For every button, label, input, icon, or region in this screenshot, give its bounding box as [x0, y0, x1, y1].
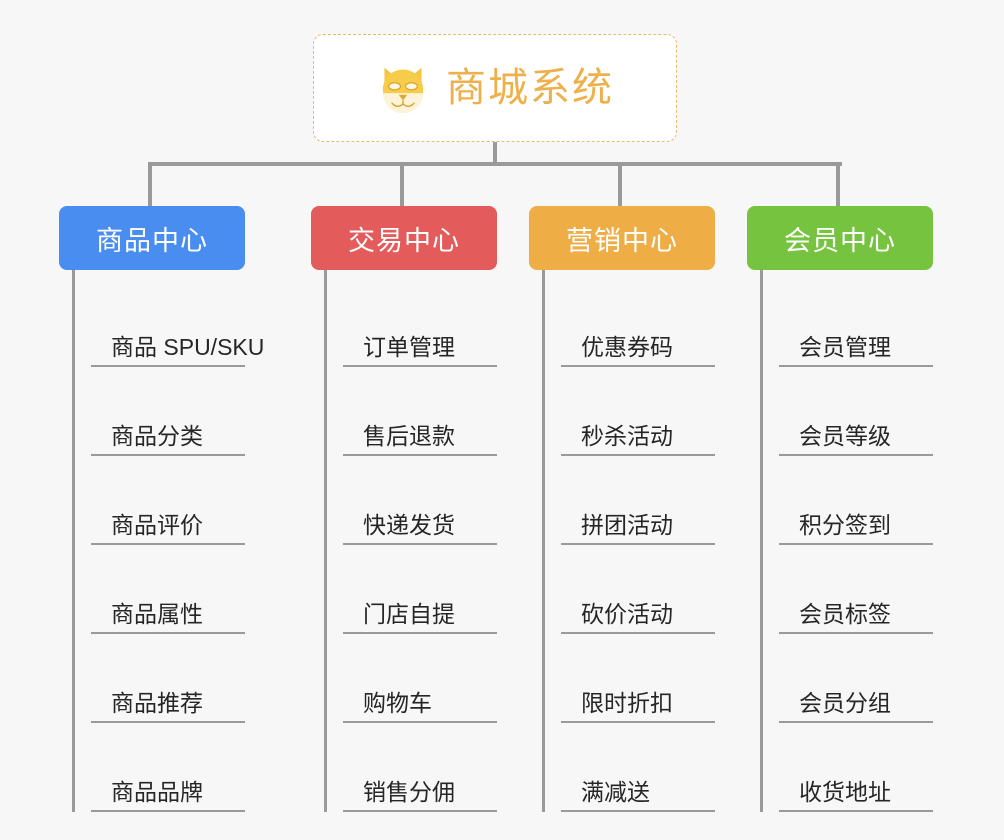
- leaf-label: 优惠券码: [581, 334, 673, 361]
- shiba-dog-icon: [382, 67, 424, 114]
- leaf-label: 收货地址: [799, 779, 891, 806]
- leaf-label: 商品品牌: [111, 779, 203, 806]
- connector-root-stem: [493, 142, 497, 164]
- leaf-item[interactable]: 会员管理: [779, 278, 933, 367]
- connector-drop-4: [836, 162, 840, 208]
- leaf-label: 满减送: [581, 779, 650, 806]
- leaf-item[interactable]: 售后退款: [343, 367, 497, 456]
- leaf-label: 商品推荐: [111, 690, 203, 717]
- root-title: 商城系统: [446, 66, 614, 110]
- leaf-item[interactable]: 商品 SPU/SKU: [91, 278, 264, 367]
- leaf-item[interactable]: 砍价活动: [561, 545, 715, 634]
- leaf-label: 订单管理: [363, 334, 455, 361]
- leaf-item[interactable]: 商品分类: [91, 367, 245, 456]
- leaf-label: 售后退款: [363, 423, 455, 450]
- leaf-item[interactable]: 会员等级: [779, 367, 933, 456]
- category-label-1: 商品中心: [96, 225, 208, 256]
- connector-drop-3: [618, 162, 622, 208]
- leaf-item[interactable]: 收货地址: [779, 723, 933, 812]
- connector-drop-1: [148, 162, 152, 208]
- leaf-item[interactable]: 商品品牌: [91, 723, 245, 812]
- leaf-item[interactable]: 优惠券码: [561, 278, 715, 367]
- leaf-list-3: 优惠券码 秒杀活动 拼团活动 砍价活动 限时折扣 满减送: [542, 270, 715, 812]
- leaf-item[interactable]: 积分签到: [779, 456, 933, 545]
- leaf-item[interactable]: 商品推荐: [91, 634, 245, 723]
- leaf-item[interactable]: 会员标签: [779, 545, 933, 634]
- root-node[interactable]: 商城系统: [313, 34, 677, 142]
- leaf-item[interactable]: 销售分佣: [343, 723, 497, 812]
- leaf-label: 秒杀活动: [581, 423, 673, 450]
- leaf-label: 会员标签: [799, 601, 891, 628]
- leaf-label: 销售分佣: [363, 779, 455, 806]
- leaf-item[interactable]: 商品属性: [91, 545, 245, 634]
- leaf-item[interactable]: 限时折扣: [561, 634, 715, 723]
- leaf-label: 门店自提: [363, 601, 455, 628]
- leaf-label: 会员等级: [799, 423, 891, 450]
- leaf-item[interactable]: 订单管理: [343, 278, 497, 367]
- branch-column-3: 营销中心 优惠券码 秒杀活动 拼团活动 砍价活动 限时折扣 满减送: [529, 206, 715, 812]
- leaf-label: 拼团活动: [581, 512, 673, 539]
- category-node-3[interactable]: 营销中心: [529, 206, 715, 270]
- leaf-label: 限时折扣: [581, 690, 673, 717]
- leaf-item[interactable]: 满减送: [561, 723, 715, 812]
- connector-drop-2: [400, 162, 404, 208]
- leaf-item[interactable]: 秒杀活动: [561, 367, 715, 456]
- leaf-label: 积分签到: [799, 512, 891, 539]
- leaf-item[interactable]: 门店自提: [343, 545, 497, 634]
- leaf-label: 商品属性: [111, 601, 203, 628]
- leaf-label: 会员管理: [799, 334, 891, 361]
- category-node-4[interactable]: 会员中心: [747, 206, 933, 270]
- leaf-item[interactable]: 会员分组: [779, 634, 933, 723]
- connector-horizontal-bus: [150, 162, 842, 166]
- branch-column-2: 交易中心 订单管理 售后退款 快递发货 门店自提 购物车 销售分佣: [311, 206, 497, 812]
- category-node-1[interactable]: 商品中心: [59, 206, 245, 270]
- leaf-item[interactable]: 快递发货: [343, 456, 497, 545]
- category-label-4: 会员中心: [784, 225, 896, 256]
- leaf-label: 快递发货: [363, 512, 455, 539]
- leaf-label: 砍价活动: [581, 601, 673, 628]
- branch-column-1: 商品中心 商品 SPU/SKU 商品分类 商品评价 商品属性 商品推荐 商品品牌: [59, 206, 264, 812]
- leaf-list-2: 订单管理 售后退款 快递发货 门店自提 购物车 销售分佣: [324, 270, 497, 812]
- leaf-item[interactable]: 商品评价: [91, 456, 245, 545]
- category-label-3: 营销中心: [566, 225, 678, 256]
- leaf-label: 商品 SPU/SKU: [111, 334, 265, 361]
- leaf-label: 商品评价: [111, 512, 203, 539]
- category-node-2[interactable]: 交易中心: [311, 206, 497, 270]
- leaf-label: 购物车: [363, 690, 432, 717]
- category-label-2: 交易中心: [348, 225, 460, 256]
- leaf-label: 商品分类: [111, 423, 203, 450]
- leaf-item[interactable]: 拼团活动: [561, 456, 715, 545]
- leaf-list-1: 商品 SPU/SKU 商品分类 商品评价 商品属性 商品推荐 商品品牌: [72, 270, 264, 812]
- leaf-item[interactable]: 购物车: [343, 634, 497, 723]
- leaf-list-4: 会员管理 会员等级 积分签到 会员标签 会员分组 收货地址: [760, 270, 933, 812]
- branch-column-4: 会员中心 会员管理 会员等级 积分签到 会员标签 会员分组 收货地址: [747, 206, 933, 812]
- leaf-label: 会员分组: [799, 690, 891, 717]
